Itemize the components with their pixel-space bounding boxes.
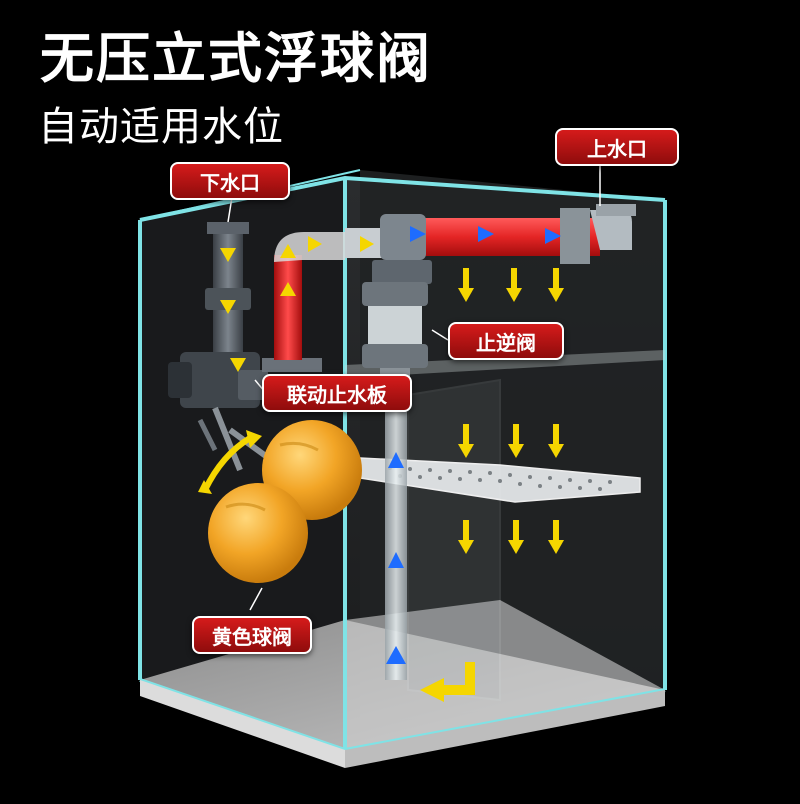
check-valve-body <box>362 282 428 400</box>
label-yellow-ball-valve: 黄色球阀 <box>192 616 312 654</box>
right-arrow-icon <box>410 226 426 242</box>
down-arrow-icon <box>458 540 474 554</box>
label-linkage-plate: 联动止水板 <box>262 374 412 412</box>
up-arrow-icon <box>386 646 406 664</box>
label-inlet-down: 下水口 <box>170 162 290 200</box>
leader-lines <box>227 158 601 611</box>
page-subtitle: 自动适用水位 <box>38 104 284 150</box>
right-arrow-icon <box>545 228 561 244</box>
curved-arrow-icon <box>202 435 252 492</box>
right-arrow-icon <box>360 236 374 252</box>
tank-base-side <box>345 690 665 768</box>
down-arrow-icon <box>506 288 522 302</box>
down-arrow-icon <box>508 444 524 458</box>
blue-flow-arrows <box>386 226 561 664</box>
right-arrow-icon <box>478 226 494 242</box>
label-check-valve: 止逆阀 <box>448 322 564 360</box>
down-arrow-icon <box>230 358 246 372</box>
return-pipe <box>385 400 407 680</box>
yellow-flow-arrows <box>220 236 374 372</box>
sump-floor <box>345 600 665 750</box>
label-inlet-up: 上水口 <box>555 128 679 166</box>
up-arrow-icon <box>388 452 404 468</box>
float-ball-lower <box>208 483 308 583</box>
partition-upper <box>345 350 665 378</box>
down-arrow-icon <box>508 540 524 554</box>
return-arrow-icon <box>440 662 475 695</box>
down-arrow-icon <box>548 444 564 458</box>
shelf-holes <box>388 466 612 491</box>
down-arrow-icon <box>220 300 236 314</box>
down-arrow-icon <box>220 248 236 262</box>
down-arrow-icon <box>458 444 474 458</box>
up-arrow-icon <box>280 244 296 258</box>
up-arrow-icon <box>388 552 404 568</box>
right-arrow-icon <box>308 236 322 252</box>
up-arrow-icon <box>280 282 296 296</box>
down-arrow-icon <box>548 540 564 554</box>
upper-red-pipe <box>372 204 636 284</box>
partition-glass <box>407 378 501 702</box>
down-arrow-icon <box>548 288 564 302</box>
down-arrow-icon <box>458 288 474 302</box>
tank-base-front <box>140 680 345 768</box>
yellow-down-arrow-grid <box>463 268 559 542</box>
page-title: 无压立式浮球阀 <box>40 27 432 90</box>
